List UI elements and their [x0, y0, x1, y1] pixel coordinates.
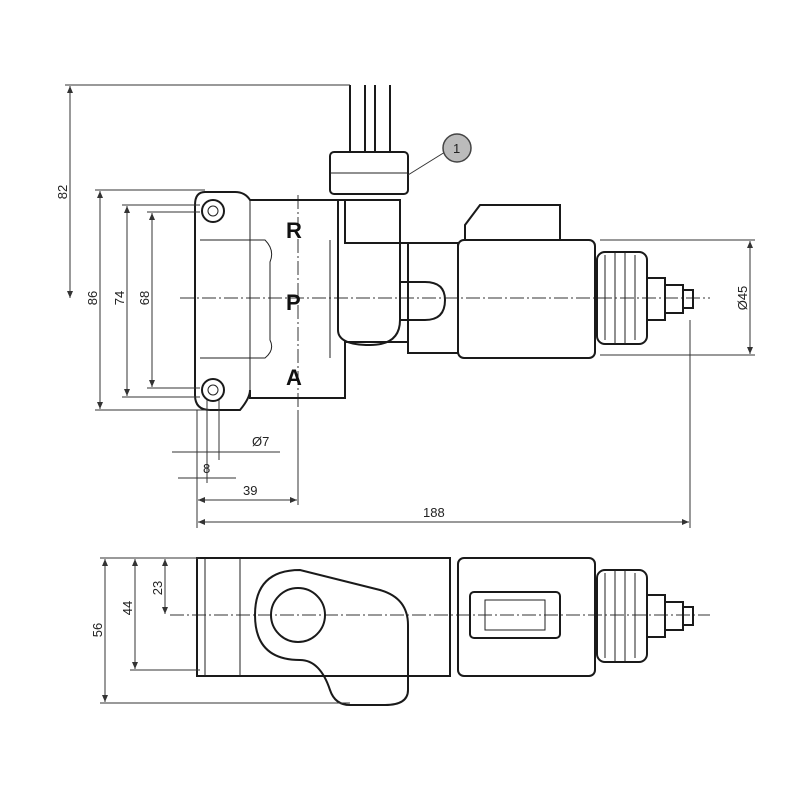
plug	[400, 281, 447, 321]
connector	[464, 204, 561, 240]
port-label-p: P	[286, 290, 301, 315]
dim-68-label: 68	[137, 291, 152, 305]
center-recess	[200, 239, 273, 359]
dim-56-label: 56	[90, 623, 105, 637]
port-label-a: A	[286, 365, 302, 390]
dim-39-label: 39	[243, 483, 257, 498]
dim-d7-label: Ø7	[252, 434, 269, 449]
override-stem-side	[664, 601, 684, 631]
connector-plug	[484, 599, 546, 631]
dim-8-label: 8	[203, 461, 210, 476]
dim-82-label: 82	[55, 185, 70, 199]
mount-hole-bottom-inner	[207, 384, 219, 396]
callout-leader	[407, 151, 446, 176]
override-side	[646, 594, 666, 638]
callout-bubble	[442, 133, 472, 163]
override-tip	[682, 289, 694, 309]
callout-number: 1	[453, 141, 460, 156]
side-edges	[204, 558, 241, 676]
pipe	[349, 85, 391, 152]
knurl-lines	[604, 252, 636, 344]
port-bore	[270, 587, 326, 643]
solenoid-coil	[457, 239, 596, 359]
port-label-r: R	[286, 218, 302, 243]
valve-body	[194, 191, 409, 411]
mount-hole-bottom	[201, 378, 225, 402]
override-stem	[664, 284, 684, 314]
top-view: R P A 1 82 86 74 68	[55, 84, 755, 528]
elbow-fitting	[337, 199, 401, 347]
elbow-side	[253, 568, 409, 706]
dim-23-label: 23	[150, 581, 165, 595]
connector-side	[469, 591, 561, 639]
dim-44-label: 44	[120, 601, 135, 615]
dim-74-label: 74	[112, 291, 127, 305]
side-view: 56 44 23	[90, 557, 710, 706]
dim-188-label: 188	[423, 505, 445, 520]
mount-hole-top-inner	[207, 205, 219, 217]
knurl-lines-side	[604, 570, 636, 662]
manual-override	[646, 277, 666, 321]
dim-86-label: 86	[85, 291, 100, 305]
solenoid-side	[457, 557, 596, 677]
mount-hole-top	[201, 199, 225, 223]
override-tip-side	[682, 606, 694, 626]
dim-d45-label: Ø45	[735, 286, 750, 311]
